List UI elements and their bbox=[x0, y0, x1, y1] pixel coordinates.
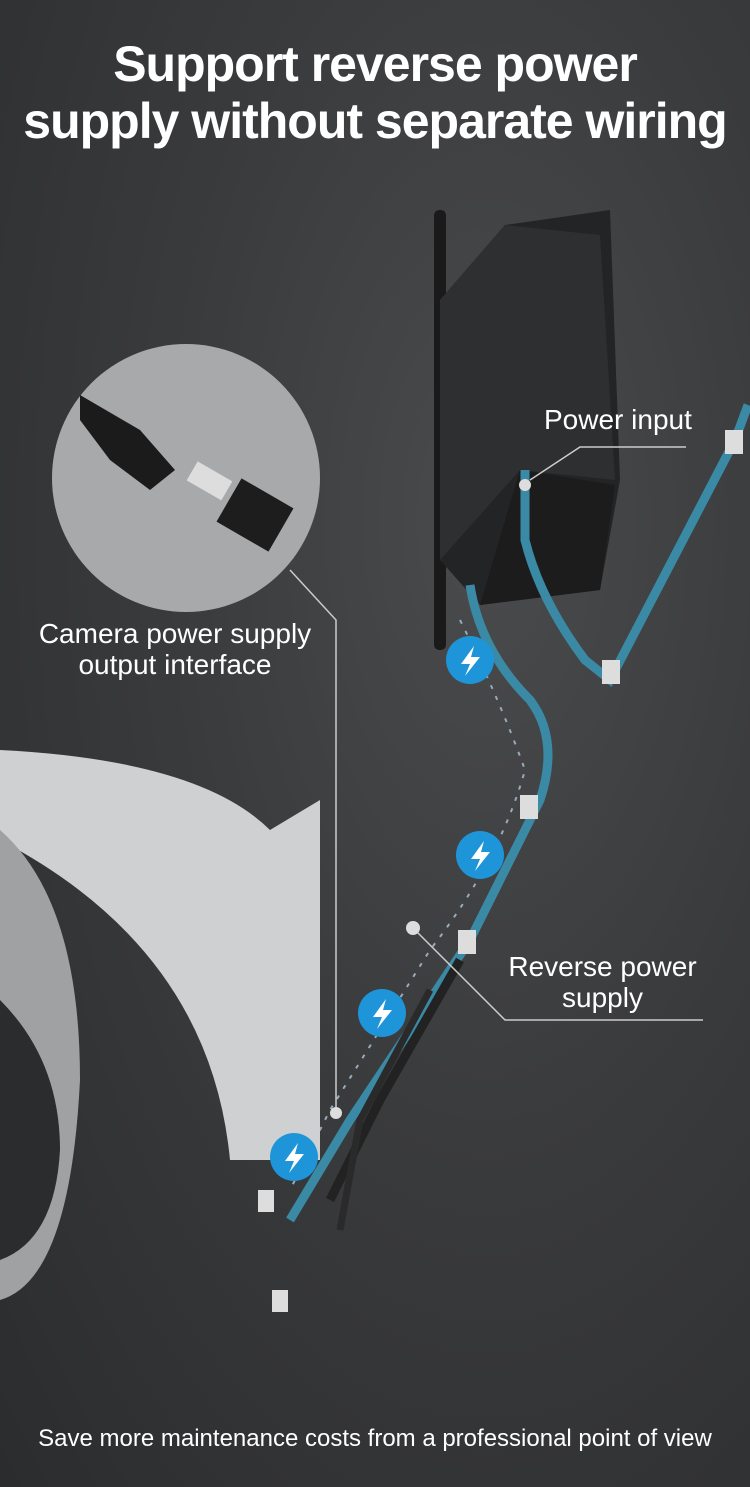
reverse-supply-label: Reverse power supply bbox=[508, 951, 697, 1013]
reverse-supply-leader bbox=[414, 929, 703, 1021]
power-bolt-icon bbox=[456, 831, 504, 879]
power-input-leader bbox=[529, 446, 686, 481]
connector-zoom-circle bbox=[52, 344, 320, 612]
headline: Support reverse power supply without sep… bbox=[23, 36, 727, 149]
camera-interface-leader bbox=[289, 569, 337, 1110]
footer-caption: Save more maintenance costs from a profe… bbox=[38, 1425, 712, 1452]
camera-dome bbox=[0, 750, 320, 1300]
power-bolt-icon bbox=[358, 989, 406, 1037]
router-device bbox=[434, 210, 620, 650]
power-bolt-icon bbox=[270, 1133, 318, 1181]
power-input-label: Power input bbox=[544, 404, 692, 435]
camera-interface-label: Camera power supply output interface bbox=[38, 618, 312, 680]
power-bolt-icon bbox=[446, 636, 494, 684]
